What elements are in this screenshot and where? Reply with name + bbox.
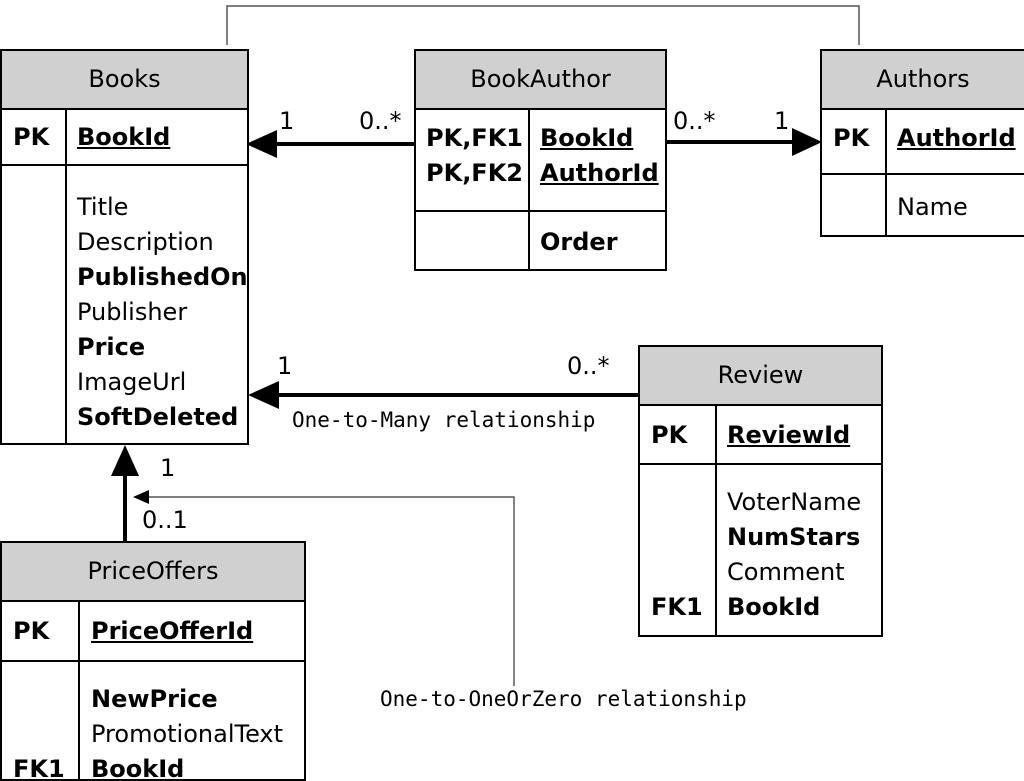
review-to-books-arrowhead: [248, 381, 279, 409]
one-to-one-annotation-pointer: [148, 496, 515, 686]
books-pk-field: BookId: [77, 123, 171, 151]
authors-column-divider: [885, 110, 887, 235]
priceoffers-entity-title: PriceOffers: [2, 543, 304, 602]
mult-books-end-bookauthor: 1: [279, 107, 295, 135]
review-field-bookid: BookId: [727, 593, 821, 621]
review-field-list: VoterName NumStars Comment BookId: [727, 485, 861, 625]
priceoffers-key-row: [2, 602, 304, 662]
priceoffers-field-bookid: BookId: [91, 755, 185, 781]
bookauthor-key-row: [416, 110, 665, 212]
bookauthor-field-order: Order: [540, 228, 618, 256]
mult-bookauthor-end-books: 0..*: [359, 107, 402, 135]
priceoffers-pk-field: PriceOfferId: [91, 617, 254, 645]
authors-field-name: Name: [897, 193, 968, 221]
one-to-one-or-zero-annotation: One-to-OneOrZero relationship: [380, 687, 747, 711]
review-pk-label: PK: [651, 421, 688, 449]
review-key-row: [640, 406, 881, 465]
relationship-lines: [111, 5, 860, 686]
bookauthor-pk-fields: BookId AuthorId: [540, 121, 659, 191]
review-column-divider: [715, 406, 717, 635]
books-field-description: Description: [77, 228, 214, 256]
one-to-one-annotation-arrowhead: [133, 490, 149, 504]
review-pk-field: ReviewId: [727, 421, 851, 449]
authors-pk-field: AuthorId: [897, 124, 1016, 152]
review-field-comment: Comment: [727, 558, 845, 586]
books-field-publisher: Publisher: [77, 298, 188, 326]
review-field-votername: VoterName: [727, 488, 862, 516]
books-field-price: Price: [77, 333, 146, 361]
books-pk-label: PK: [13, 123, 50, 151]
priceoffers-field-promotionaltext: PromotionalText: [91, 720, 284, 748]
books-field-softdeleted: SoftDeleted: [77, 403, 239, 431]
review-entity-title: Review: [640, 347, 881, 406]
books-entity: Books PK BookId Title Description Publis…: [0, 49, 249, 445]
bookauthor-pk-label-2: PK,FK2: [426, 159, 523, 187]
bookauthor-pk-field-authorid: AuthorId: [540, 159, 659, 187]
review-field-numstars: NumStars: [727, 523, 861, 551]
bookauthor-entity: BookAuthor PK,FK1 PK,FK2 BookId AuthorId…: [414, 49, 667, 271]
review-fk-label: FK1: [651, 593, 703, 621]
mult-bookauthor-end-authors: 0..*: [673, 107, 716, 135]
priceoffers-field-newprice: NewPrice: [91, 685, 218, 713]
one-to-many-annotation: One-to-Many relationship: [292, 408, 596, 432]
priceoffers-fk-label: FK1: [13, 755, 65, 781]
authors-entity-title: Authors: [822, 51, 1024, 110]
books-field-imageurl: ImageUrl: [77, 368, 187, 396]
bookauthor-pk-field-bookid: BookId: [540, 124, 634, 152]
mult-books-end-priceoffers: 1: [160, 454, 176, 482]
review-entity: Review PK ReviewId VoterName NumStars Co…: [638, 345, 883, 637]
bookauthor-pk-label-1: PK,FK1: [426, 124, 523, 152]
books-entity-title: Books: [2, 51, 247, 110]
bookauthor-to-authors-arrowhead: [792, 128, 822, 156]
books-field-publishedon: PublishedOn: [77, 263, 248, 291]
books-authors-bracket-line: [226, 5, 860, 45]
priceoffers-field-list: NewPrice PromotionalText BookId: [91, 682, 284, 781]
priceoffers-to-books-arrowhead: [111, 445, 139, 476]
mult-priceoffers-end: 0..1: [142, 506, 188, 534]
books-field-list: Title Description PublishedOn Publisher …: [77, 190, 248, 435]
books-column-divider: [65, 110, 67, 443]
bookauthor-pk-labels: PK,FK1 PK,FK2: [426, 121, 523, 191]
books-field-title: Title: [77, 193, 129, 221]
authors-pk-label: PK: [833, 124, 870, 152]
books-key-row: [2, 110, 247, 166]
priceoffers-column-divider: [78, 602, 80, 779]
bookauthor-column-divider: [528, 110, 530, 269]
authors-key-row: [822, 110, 1024, 175]
authors-entity: Authors PK AuthorId Name: [820, 49, 1024, 237]
bookauthor-entity-title: BookAuthor: [416, 51, 665, 110]
priceoffers-entity: PriceOffers PK PriceOfferId NewPrice Pro…: [0, 541, 306, 781]
priceoffers-pk-label: PK: [13, 617, 50, 645]
bookauthor-to-books-arrowhead: [246, 130, 277, 158]
mult-review-end: 0..*: [567, 352, 610, 380]
mult-books-end-review: 1: [277, 352, 293, 380]
mult-authors-end: 1: [774, 107, 790, 135]
